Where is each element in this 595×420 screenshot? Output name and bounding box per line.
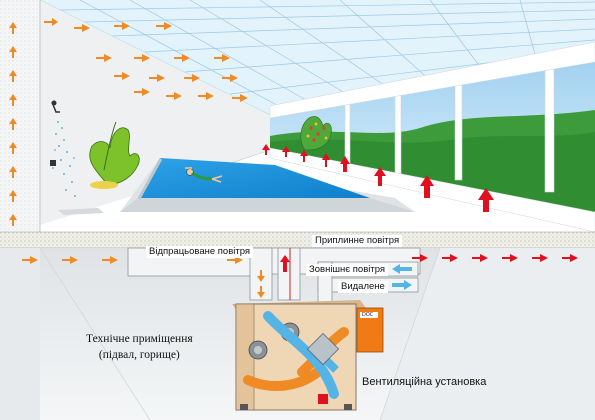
arrow-supply-floor-5 [532, 254, 548, 262]
arrow-supply-window-8 [478, 188, 494, 212]
supply-air-label: Приплинне повітря [312, 235, 403, 248]
arrow-removed-1 [392, 280, 412, 290]
plant-left-icon [89, 121, 140, 189]
arrow-supply-window-2 [282, 146, 290, 157]
window-wall [269, 41, 595, 233]
arrow-exhaust-ceiling-12 [222, 74, 238, 82]
arrow-exhaust-wall-7 [9, 166, 17, 178]
arrow-supply-window-6 [374, 167, 386, 186]
exhaust-air-label: Відпрацьоване повітря [146, 246, 254, 259]
technical-room-label: Технічне приміщення (підвал, горище) [86, 332, 193, 363]
swimmer-icon [185, 167, 223, 183]
arrow-supply-floor-4 [502, 254, 518, 262]
plant-window-icon [300, 116, 332, 151]
doc-badge: DOC [361, 312, 375, 318]
arrow-exhaust-floor-3 [102, 256, 118, 264]
outdoor-air-label: Зовнішнє повітря [306, 264, 389, 277]
arrow-exhaust-ceiling-14 [166, 92, 182, 100]
arrow-supply-floor-2 [442, 254, 458, 262]
arrow-exhaust-floor-2 [62, 256, 78, 264]
arrow-exhaust-wall-1 [9, 22, 17, 34]
ventilation-unit-label: Вентиляційна установка [362, 376, 487, 388]
arrow-exhaust-ceiling-10 [149, 74, 165, 82]
removed-air-label: Видалене [338, 281, 388, 294]
ventilation-unit [232, 300, 366, 411]
arrow-exhaust-wall-5 [9, 118, 17, 130]
arrow-exhaust-ceiling-8 [214, 54, 230, 62]
arrow-supply-up-1 [280, 255, 290, 272]
shower-icon [50, 100, 104, 215]
arrow-supply-floor-3 [472, 254, 488, 262]
arrow-exhaust-ceiling-16 [232, 94, 248, 102]
arrow-outdoor-1 [392, 264, 412, 274]
supply-air-arrows [262, 144, 578, 272]
arrow-exhaust-ceiling-4 [156, 22, 172, 30]
arrow-exhaust-ceiling-11 [184, 74, 200, 82]
outdoor-air-arrows [392, 264, 412, 290]
arrow-supply-floor-6 [562, 254, 578, 262]
technical-room-line1: Технічне приміщення [86, 333, 193, 345]
arrow-exhaust-floor-1 [22, 256, 38, 264]
arrow-exhaust-ceiling-15 [198, 92, 214, 100]
arrow-exhaust-wall-3 [9, 70, 17, 82]
arrow-exhaust-down-1 [257, 270, 265, 282]
arrow-exhaust-down-2 [257, 286, 265, 298]
arrow-supply-window-1 [262, 144, 270, 155]
ceiling-grid [39, 0, 595, 116]
arrow-supply-window-3 [300, 150, 308, 162]
arrow-exhaust-ceiling-3 [114, 22, 130, 30]
arrow-supply-window-4 [322, 153, 330, 167]
arrow-exhaust-ceiling-2 [74, 24, 90, 32]
arrow-supply-window-7 [420, 175, 434, 198]
technical-room-line2: (підвал, горище) [98, 348, 180, 361]
arrow-exhaust-wall-4 [9, 94, 17, 106]
arrow-exhaust-ceiling-9 [114, 72, 130, 80]
arrow-supply-window-5 [340, 156, 350, 172]
arrow-exhaust-wall-9 [9, 214, 17, 226]
arrow-exhaust-wall-8 [9, 190, 17, 202]
arrow-supply-floor-1 [412, 254, 428, 262]
arrow-exhaust-ceiling-5 [96, 54, 112, 62]
arrow-exhaust-ceiling-13 [134, 88, 150, 96]
swimming-pool [120, 158, 415, 212]
arrow-exhaust-ceiling-7 [174, 54, 190, 62]
arrow-exhaust-wall-2 [9, 46, 17, 58]
arrow-exhaust-ceiling-6 [134, 54, 150, 62]
arrow-exhaust-ceiling-1 [44, 18, 58, 26]
arrow-exhaust-wall-6 [9, 142, 17, 154]
